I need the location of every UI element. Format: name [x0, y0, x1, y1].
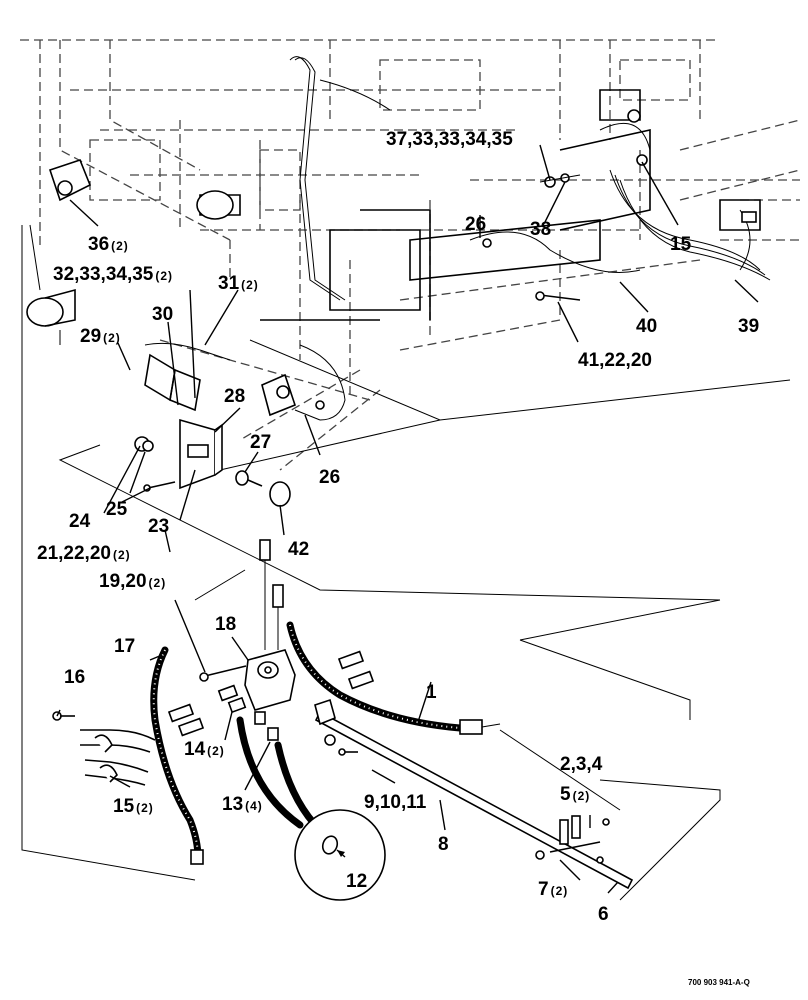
callout-41-22-20: 41,22,20 — [578, 350, 652, 371]
tube-15 — [52, 711, 156, 786]
o-ring-detail-12 — [294, 809, 386, 901]
figure-id: 700 903 941-A-Q — [688, 978, 750, 987]
rod-8 — [314, 698, 634, 890]
callout-28: 28 — [224, 386, 245, 407]
callout-9-10-11: 9,10,11 — [364, 792, 427, 813]
callout-42: 42 — [288, 539, 309, 560]
callout-26-upper: 26 — [465, 214, 486, 235]
valve-bracket-28 — [144, 342, 231, 490]
callout-6: 6 — [598, 904, 609, 925]
callout-26-lower: 26 — [319, 467, 340, 488]
left-cylinder — [26, 288, 76, 345]
callout-36: 36(2) — [88, 234, 129, 255]
callout-39: 39 — [738, 316, 759, 337]
bolt-19 — [199, 665, 247, 682]
callout-15-upper: 15 — [670, 234, 692, 255]
callout-14: 14(2) — [184, 739, 225, 760]
callout-31: 31(2) — [218, 273, 259, 294]
callout-37-33-33-34-35: 37,33,33,34,35 — [386, 129, 513, 150]
callout-21-22-20: 21,22,20(2) — [37, 543, 131, 564]
callout-12: 12 — [346, 871, 367, 892]
clamp-5-7 — [535, 815, 610, 864]
callout-32-33-34-35: 32,33,34,35(2) — [53, 264, 173, 285]
bracket-26-left — [261, 344, 346, 421]
callout-2-3-4: 2,3,4 — [560, 754, 603, 775]
right-fittings — [482, 109, 757, 301]
callout-17: 17 — [114, 636, 135, 657]
callout-29: 29(2) — [80, 326, 121, 347]
callout-18: 18 — [215, 614, 236, 635]
hose-17 — [150, 646, 204, 865]
valve-block-18 — [244, 539, 296, 711]
callout-24: 24 — [69, 511, 91, 532]
fittings-14 — [167, 650, 375, 737]
explode-outline — [21, 224, 791, 901]
callouts: 1 2,3,4 5(2) 6 7(2) 8 9,10,11 12 13(4) 1… — [37, 129, 759, 925]
callout-5: 5(2) — [560, 784, 590, 805]
hose-1 — [286, 621, 501, 735]
callout-30: 30 — [152, 304, 173, 325]
fittings-13 — [254, 711, 279, 741]
callout-13: 13(4) — [222, 794, 263, 815]
callout-38: 38 — [530, 219, 551, 240]
callout-15-lower: 15(2) — [113, 796, 154, 817]
callout-40: 40 — [636, 316, 657, 337]
hose-loop-12 — [236, 716, 324, 834]
callout-19-20: 19,20(2) — [99, 571, 166, 592]
frame-wiring — [289, 56, 771, 301]
callout-23: 23 — [148, 516, 169, 537]
callout-7: 7(2) — [538, 879, 568, 900]
callout-25: 25 — [106, 499, 128, 520]
bolt-21 — [143, 481, 176, 492]
leader-lines — [56, 144, 759, 894]
callout-8: 8 — [438, 834, 449, 855]
bracket-36 — [48, 159, 92, 202]
knob-42-27 — [235, 470, 291, 507]
callout-1: 1 — [426, 682, 437, 703]
callout-16: 16 — [64, 667, 85, 688]
frame-solid-parts — [196, 89, 761, 321]
callout-27: 27 — [250, 432, 271, 453]
